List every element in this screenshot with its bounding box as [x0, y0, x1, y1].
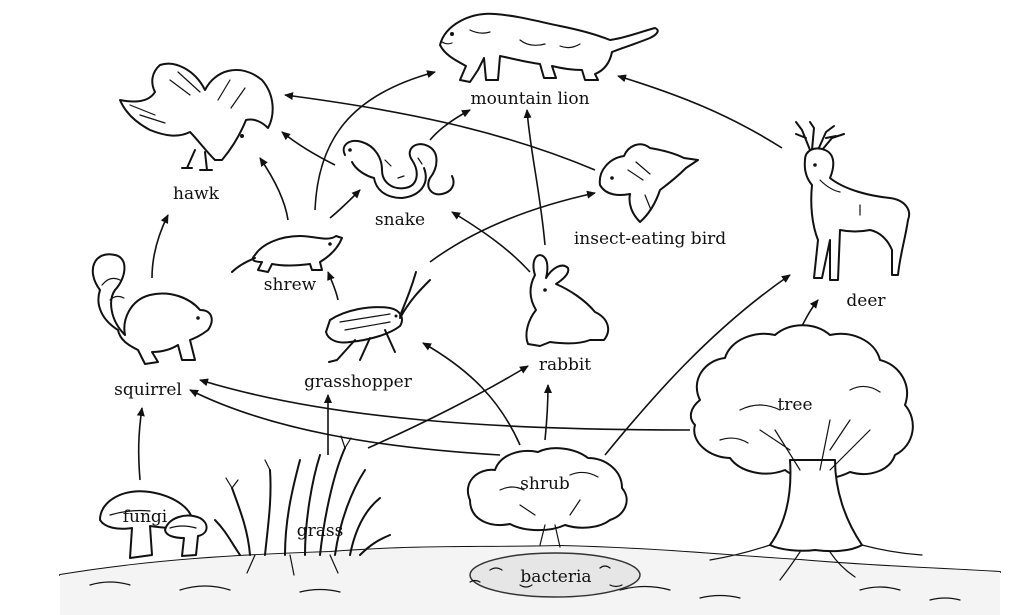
arrow-snake-lion — [429, 109, 471, 141]
feeding-arrows — [136, 70, 819, 481]
arrow-grasshopper-shrew — [327, 271, 339, 301]
label-deer: deer — [846, 291, 886, 311]
shrew-illustration — [231, 235, 343, 273]
ground-illustration — [59, 545, 1001, 615]
arrow-tree-squirrel — [199, 378, 691, 431]
arrow-snake-hawk — [281, 131, 336, 166]
label-fungi: fungi — [123, 507, 168, 527]
label-bacteria: bacteria — [520, 567, 591, 587]
arrow-rabbit-snake — [451, 211, 531, 273]
arrow-shrub-deer — [604, 274, 791, 456]
label-insect-eating-bird: insect-eating bird — [574, 229, 726, 249]
hawk-illustration — [119, 62, 274, 171]
label-shrub: shrub — [520, 474, 570, 494]
deer-illustration — [795, 121, 910, 281]
arrow-fungi-squirrel — [136, 407, 145, 481]
organism-labels: mountain lion hawk snake insect-eating b… — [114, 89, 886, 587]
arrow-rabbit-lion — [523, 109, 546, 246]
grass-illustration — [214, 435, 391, 576]
label-hawk: hawk — [173, 184, 220, 204]
arrow-shrew-snake — [329, 189, 361, 219]
label-grass: grass — [297, 521, 344, 541]
squirrel-illustration — [91, 253, 213, 365]
arrow-grasshopper-bird — [429, 190, 596, 263]
arrow-grass-rabbit — [367, 365, 529, 449]
arrow-shrew-lion — [314, 70, 436, 211]
arrow-shrub-rabbit — [543, 384, 552, 441]
rabbit-illustration — [525, 254, 610, 347]
mountain-lion-illustration — [439, 12, 659, 83]
arrow-shrub-grasshopper — [422, 342, 521, 446]
label-mountain-lion: mountain lion — [470, 89, 589, 109]
label-rabbit: rabbit — [539, 355, 591, 375]
snake-illustration — [342, 139, 455, 199]
arrow-shrub-squirrel — [189, 389, 501, 456]
label-squirrel: squirrel — [114, 380, 182, 400]
bird-illustration — [598, 143, 699, 223]
arrow-squirrel-hawk — [151, 214, 169, 279]
label-grasshopper: grasshopper — [304, 372, 413, 392]
bacteria-patch — [469, 552, 641, 598]
shrub-illustration — [467, 447, 628, 548]
fungi-illustration — [99, 490, 208, 559]
label-snake: snake — [375, 210, 425, 230]
label-tree: tree — [777, 395, 812, 415]
arrow-shrew-hawk — [259, 157, 289, 221]
tree-illustration — [689, 324, 923, 581]
label-shrew: shrew — [264, 275, 317, 295]
grasshopper-illustration — [325, 271, 431, 363]
arrow-deer-lion — [617, 74, 783, 149]
